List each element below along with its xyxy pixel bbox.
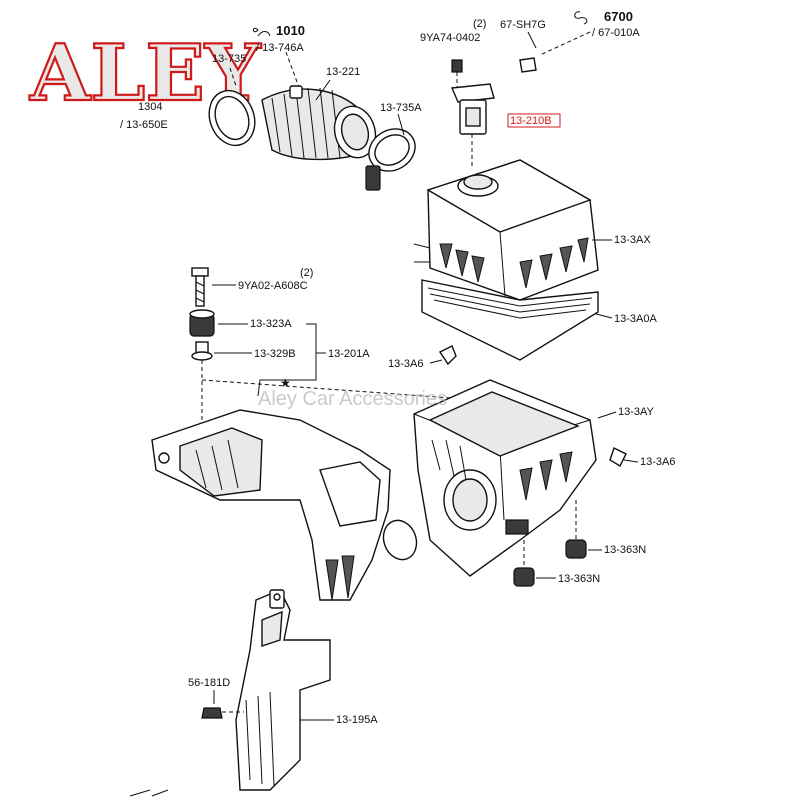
callout-1304-sub: / 13-650E (120, 119, 168, 131)
collar-13-329b (191, 341, 213, 361)
label-9ya74-qty: (2) (473, 18, 486, 30)
label-56-181d: 56-181D (188, 677, 230, 689)
label-13-363n-b: 13-363N (558, 573, 600, 585)
callout-1304: 1304 / 13-650E (120, 101, 168, 131)
clip-13-3a6-left (438, 345, 457, 366)
label-9ya02-qty: (2) (300, 267, 313, 279)
label-9ya74-0402: 9YA74-0402 (420, 32, 480, 44)
grommet-13-363n-b (513, 567, 535, 587)
brand-logo: ALEY (28, 27, 263, 120)
label-13-3a0a: 13-3A0A (614, 313, 657, 325)
callout-6700-code: 6700 (604, 9, 633, 24)
highlight-box (507, 113, 561, 128)
callout-735-label: 13-735 (212, 53, 246, 65)
watermark-text: Aley Car Accessories (258, 388, 447, 410)
footer-mark (129, 789, 169, 797)
callout-6700-sub: / 67-010A (592, 27, 640, 39)
bolt-9ya02-a608c (191, 267, 209, 307)
clip-13-3a6-right (609, 447, 627, 467)
label-13-201a: 13-201A (328, 348, 370, 360)
label-67-sh7g: 67-SH7G (500, 19, 546, 31)
star-marker-icon: ★ (280, 376, 291, 390)
callout-1010-code: 1010 (276, 23, 305, 38)
spring-clip-icon (253, 27, 271, 37)
label-13-3a6-left: 13-3A6 (388, 358, 423, 370)
label-13-221: 13-221 (326, 66, 360, 78)
callout-1010: 1010 / 13-746A (253, 23, 305, 91)
label-9ya02-a608c: 9YA02-A608C (238, 280, 308, 292)
callout-6700: 6700 / 67-010A (539, 9, 640, 56)
lower-duct-13-195a (235, 589, 331, 791)
label-13-3a6-right: 13-3A6 (640, 456, 675, 468)
callout-1304-code: 1304 (138, 101, 162, 113)
label-13-3ax: 13-3AX (614, 234, 651, 246)
grommet-13-363n-a (565, 539, 587, 559)
bolt-56-181d (201, 707, 244, 719)
air-inlet-duct-13-201a (151, 409, 418, 601)
air-filter-element-13-3a0a (421, 279, 599, 361)
air-cleaner-cover-13-3ax (413, 159, 599, 301)
label-13-735a: 13-735A (380, 102, 422, 114)
label-13-363n-a: 13-363N (604, 544, 646, 556)
callout-735: 13-735 (212, 53, 246, 87)
callout-1010-sub: / 13-746A (256, 42, 304, 54)
label-13-329b: 13-329B (254, 348, 296, 360)
air-cleaner-case-13-3ay (413, 379, 597, 577)
brand-logo-text: ALEY (29, 28, 262, 119)
label-13-195a: 13-195A (336, 714, 378, 726)
label-13-210b: 13-210B (510, 115, 552, 127)
label-13-323a: 13-323A (250, 318, 292, 330)
label-13-3ay: 13-3AY (618, 406, 655, 418)
spring-clip-icon (574, 11, 588, 25)
intake-hose-13-221 (208, 85, 416, 191)
maf-sensor-13-210b (450, 57, 537, 168)
grommet-13-323a (189, 309, 215, 337)
